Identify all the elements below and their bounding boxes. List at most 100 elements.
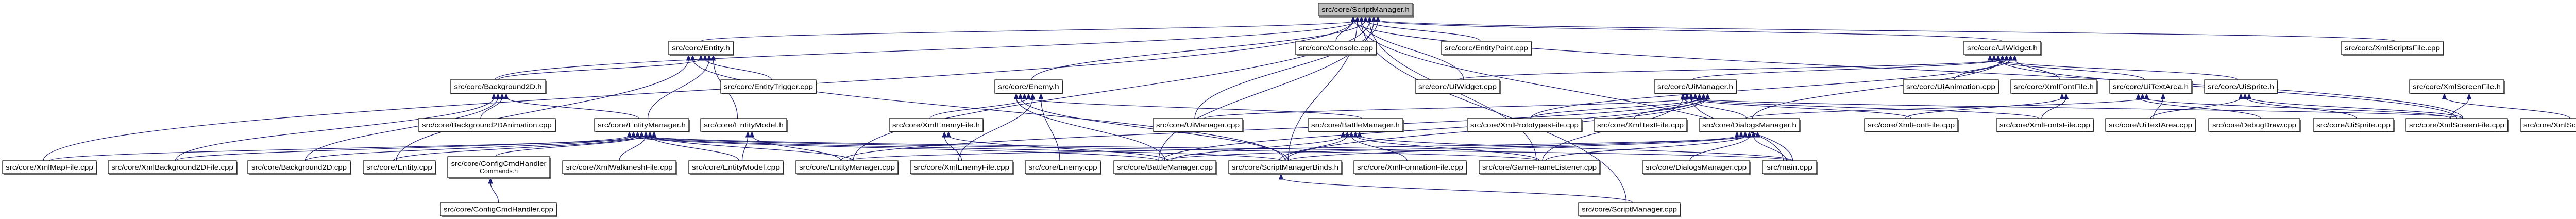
include-edge bbox=[704, 58, 772, 80]
file-node[interactable]: src/core/XmlScreensFile.cpp bbox=[2520, 118, 2576, 132]
file-node[interactable]: src/core/Enemy.h bbox=[994, 79, 1063, 94]
include-edge bbox=[1993, 58, 2239, 80]
include-edge bbox=[2444, 97, 2570, 119]
node-label: src/core/EntityTrigger.cpp bbox=[724, 83, 813, 91]
node-box bbox=[1318, 3, 1413, 16]
file-node[interactable]: src/core/EntityPoint.cpp bbox=[1441, 41, 1532, 56]
file-node[interactable]: src/core/XmlScriptsFile.cpp bbox=[2341, 41, 2444, 56]
file-node[interactable]: src/core/EntityModel.cpp bbox=[688, 160, 784, 175]
node-box bbox=[2341, 41, 2444, 55]
file-node[interactable]: src/core/XmlEnemyFile.h bbox=[889, 118, 984, 132]
file-node[interactable]: src/core/XmlEnemyFile.cpp bbox=[910, 160, 1014, 175]
file-node[interactable]: src/core/Background2D.cpp bbox=[247, 160, 351, 175]
file-node[interactable]: src/core/Entity.h bbox=[668, 41, 734, 56]
node-box bbox=[2208, 118, 2300, 132]
file-node[interactable]: src/core/EntityManager.h bbox=[594, 118, 690, 132]
file-node[interactable]: src/core/XmlPrototypesFile.cpp bbox=[1467, 118, 1583, 132]
arrowhead-icon bbox=[2160, 93, 2166, 99]
include-edge bbox=[1752, 58, 2003, 119]
node-box bbox=[1441, 41, 1532, 55]
file-node[interactable]: src/core/BattleManager.h bbox=[1308, 118, 1404, 132]
file-node[interactable]: src/core/ConfigCmdHandler.cpp bbox=[440, 202, 557, 217]
include-edge bbox=[2248, 97, 2464, 119]
arrowhead-icon bbox=[686, 54, 691, 61]
arrowhead-icon bbox=[1357, 131, 1362, 138]
node-box bbox=[1762, 160, 1817, 174]
include-edge bbox=[494, 20, 1358, 80]
file-node[interactable]: src/core/UiWidget.cpp bbox=[1415, 79, 1501, 94]
file-node[interactable]: src/core/EntityTrigger.cpp bbox=[720, 79, 817, 94]
include-edge bbox=[505, 97, 639, 119]
include-edge bbox=[751, 135, 841, 161]
file-node[interactable]: src/core/UiSprite.cpp bbox=[2313, 118, 2395, 132]
file-node[interactable]: src/core/UiManager.h bbox=[1654, 79, 1737, 94]
include-edge bbox=[2244, 97, 2357, 119]
node-label: src/core/Background2D.cpp bbox=[251, 163, 347, 171]
file-node[interactable]: src/core/UiAnimation.cpp bbox=[1903, 79, 1999, 94]
file-node[interactable]: src/main.cpp bbox=[1762, 160, 1818, 175]
node-label: src/core/XmlFontFile.h bbox=[2014, 83, 2094, 91]
file-node[interactable]: src/core/XmlFontsFile.cpp bbox=[1996, 118, 2094, 132]
file-node[interactable]: src/core/XmlFontFile.cpp bbox=[1864, 118, 1959, 132]
file-node[interactable]: src/core/Background2D.h bbox=[450, 79, 547, 94]
file-node[interactable]: src/core/Console.cpp bbox=[1295, 41, 1377, 56]
node-label: src/core/UiManager.h bbox=[1657, 83, 1733, 91]
include-edge bbox=[1745, 97, 2147, 119]
arrowhead-icon bbox=[1026, 93, 1031, 99]
file-node[interactable]: src/core/Entity.cpp bbox=[363, 160, 436, 175]
node-label: src/core/ScriptManager.h bbox=[1321, 6, 1410, 13]
arrowhead-icon bbox=[1278, 173, 1284, 180]
file-node[interactable]: src/core/EntityManager.cpp bbox=[795, 160, 899, 175]
file-node[interactable]: src/core/UiSprite.h bbox=[2204, 79, 2278, 94]
include-edge bbox=[741, 135, 749, 161]
file-node[interactable]: src/core/ScriptManager.cpp bbox=[1578, 202, 1681, 217]
file-node[interactable]: src/core/XmlMapFile.cpp bbox=[2, 160, 97, 175]
file-node[interactable]: src/core/UiWidget.h bbox=[1963, 41, 2042, 56]
node-box bbox=[108, 160, 237, 174]
file-node[interactable]: src/core/ScriptManagerBinds.h bbox=[1228, 160, 1343, 175]
file-node[interactable]: src/core/DialogsManager.cpp bbox=[1642, 160, 1751, 175]
file-node[interactable]: src/core/XmlScreenFile.cpp bbox=[2405, 118, 2509, 132]
include-edge bbox=[641, 135, 1793, 161]
node-box bbox=[2204, 79, 2278, 94]
file-node[interactable]: src/core/XmlScreenFile.h bbox=[2409, 79, 2505, 94]
file-node[interactable]: src/core/UiTextArea.h bbox=[2109, 79, 2193, 94]
include-edge bbox=[2014, 58, 2061, 80]
include-edge bbox=[1686, 97, 2464, 119]
file-node[interactable]: src/core/XmlFontFile.h bbox=[2010, 79, 2098, 94]
include-edge bbox=[1161, 97, 1704, 161]
node-label: src/core/Enemy.h bbox=[998, 83, 1059, 91]
file-node[interactable]: src/core/Enemy.cpp bbox=[1025, 160, 1101, 175]
file-node[interactable]: src/core/DialogsManager.h bbox=[1699, 118, 1801, 132]
file-node[interactable]: src/core/GameFrameListener.cpp bbox=[1479, 160, 1601, 175]
file-node[interactable]: src/core/UiTextArea.cpp bbox=[2105, 118, 2196, 132]
file-node[interactable]: src/core/BattleManager.cpp bbox=[1113, 160, 1217, 175]
file-node[interactable]: src/core/DebugDraw.cpp bbox=[2208, 118, 2301, 132]
file-node[interactable]: src/core/Background2DAnimation.cpp bbox=[418, 118, 556, 132]
node-box bbox=[1578, 202, 1681, 216]
arrowhead-icon bbox=[702, 54, 708, 61]
file-node[interactable]: src/core/XmlWalkmeshFile.cpp bbox=[562, 160, 677, 175]
include-edge bbox=[495, 135, 642, 157]
node-box bbox=[1295, 41, 1377, 55]
arrowhead-icon bbox=[1738, 131, 1744, 138]
node-box bbox=[1153, 118, 1243, 132]
node-box bbox=[1353, 160, 1467, 174]
arrowhead-icon bbox=[635, 131, 640, 138]
node-label: src/core/DebugDraw.cpp bbox=[2212, 121, 2296, 129]
include-edge bbox=[1457, 58, 2007, 80]
file-node[interactable]: src/core/XmlFormationFile.cpp bbox=[1353, 160, 1467, 175]
file-node[interactable]: src/core/XmlBackground2DFile.cpp bbox=[108, 160, 238, 175]
file-node[interactable]: src/core/XmlTextFile.cpp bbox=[1594, 118, 1688, 132]
file-node[interactable]: src/core/EntityModel.h bbox=[700, 118, 788, 132]
node-label: src/core/XmlScreenFile.h bbox=[2413, 83, 2501, 91]
node-box bbox=[1996, 118, 2094, 132]
arrowhead-icon bbox=[1359, 15, 1364, 22]
arrowhead-icon bbox=[706, 54, 712, 61]
node-box bbox=[2520, 118, 2576, 132]
root-node[interactable]: src/core/ScriptManager.h bbox=[1318, 3, 1414, 18]
file-node[interactable]: src/core/UiManager.cpp bbox=[1153, 118, 1244, 132]
node-label: src/core/UiTextArea.cpp bbox=[2109, 121, 2192, 129]
